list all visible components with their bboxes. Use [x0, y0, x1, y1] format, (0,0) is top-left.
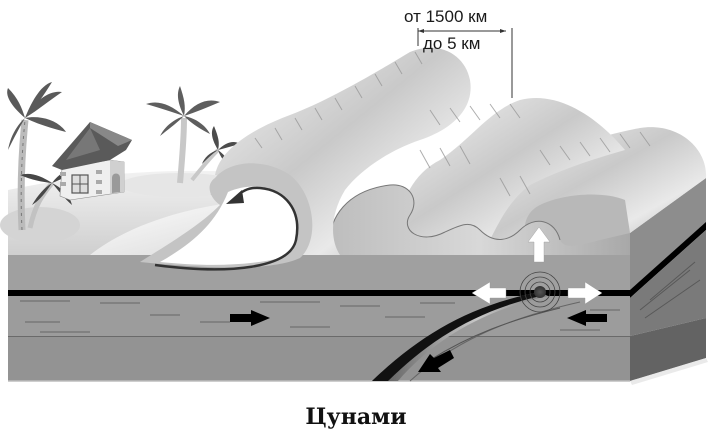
block-side-lower — [630, 318, 706, 381]
shelf-surface — [8, 255, 630, 292]
up-arrow-icon — [527, 226, 551, 263]
figure-caption: Цунами — [305, 404, 407, 430]
ocean-floor-block — [8, 178, 708, 385]
earthquake-epicenter — [519, 271, 561, 313]
block-side-middle — [630, 230, 706, 336]
curved-arrow-head-icon — [226, 190, 244, 204]
lower-crust-layer — [8, 337, 630, 381]
upper-crust-layer — [8, 296, 630, 336]
wavelength-label: от 1500 км — [404, 7, 488, 26]
wave-height-label: до 5 км — [423, 34, 481, 53]
palm-tree — [146, 86, 220, 184]
plate-boundary-line — [8, 290, 630, 296]
subduction-arrow-icon — [418, 350, 454, 372]
plate-right-arrow-icon — [230, 310, 270, 326]
hut — [52, 122, 132, 201]
block-side-upper — [630, 178, 706, 292]
right-arrow-icon — [567, 281, 603, 305]
block-side-fault — [630, 222, 706, 298]
plate-left-arrow-icon — [567, 310, 607, 326]
wave-train — [328, 98, 707, 256]
curved-arrow-icon — [154, 186, 299, 271]
palm-tree — [7, 82, 66, 231]
left-arrow-icon — [471, 281, 507, 305]
